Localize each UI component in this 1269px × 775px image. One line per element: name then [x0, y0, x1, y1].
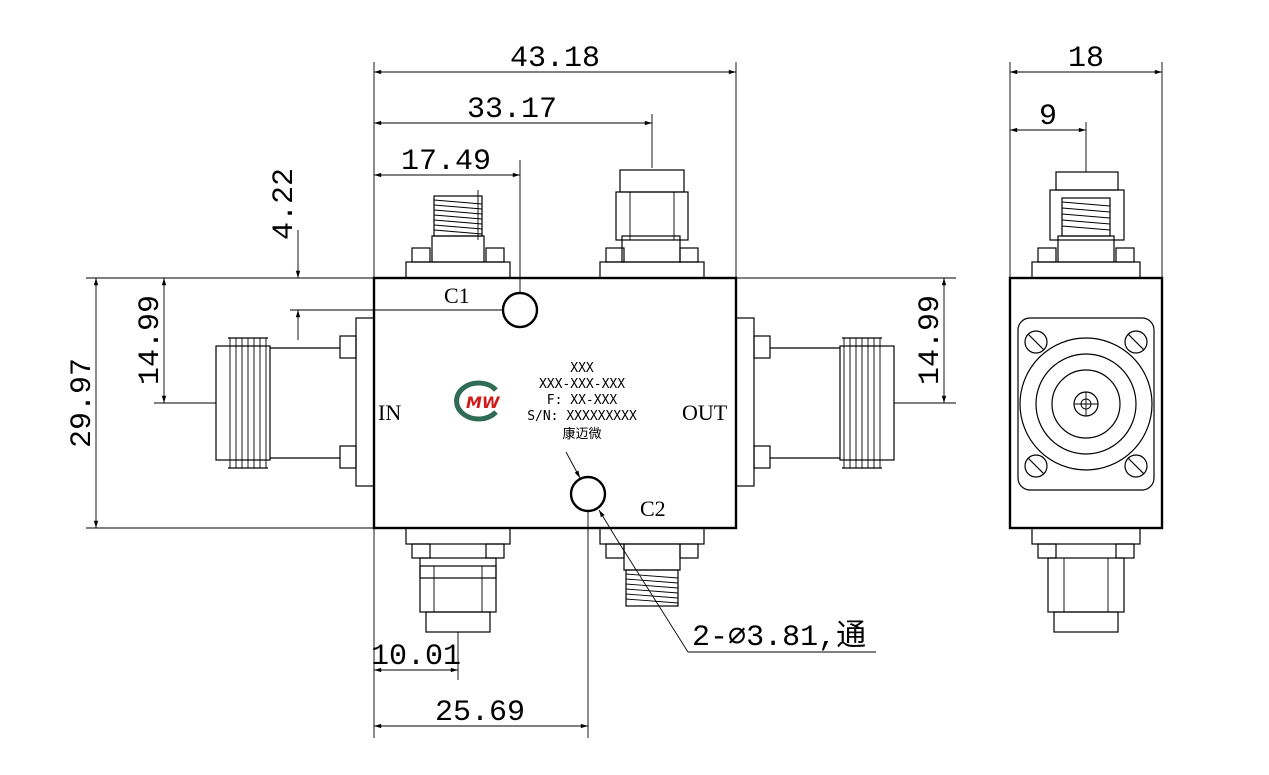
nameplate-line-4: S/N: XXXXXXXXX	[527, 409, 637, 424]
dim-side-width: 18	[1068, 42, 1104, 76]
side-view: 18 9	[1008, 42, 1164, 633]
front-view: MW XXX XXX-XXX-XXX F: XX-XXX S/N: XXXXXX…	[215, 169, 895, 655]
top-left-connector	[405, 190, 511, 279]
in-n-connector	[215, 317, 375, 487]
n-flange	[1017, 317, 1155, 491]
out-n-connector	[735, 317, 895, 487]
hole-c1	[501, 291, 539, 329]
nameplate: XXX XXX-XXX-XXX F: XX-XXX S/N: XXXXXXXXX…	[527, 361, 637, 442]
dim-in-port-height: 14.99	[134, 295, 168, 385]
bottom-left-connector	[405, 527, 511, 633]
logo-icon: MW	[454, 380, 501, 422]
dim-side-port-x: 9	[1039, 100, 1057, 134]
port-in-label: IN	[378, 400, 401, 425]
nameplate-line-3: F: XX-XXX	[547, 393, 618, 408]
dim-overall-width: 43.18	[510, 42, 600, 76]
logo-mark: MW	[466, 393, 501, 412]
hole-c2	[569, 475, 607, 513]
dim-c2-x: 25.69	[435, 696, 525, 730]
port-out-label: OUT	[682, 400, 728, 425]
hole-note-leader: 2-∅3.81,通	[565, 451, 876, 655]
dim-c1-x: 17.49	[401, 145, 491, 179]
dim-body-height: 29.97	[66, 358, 100, 448]
nameplate-line-1: XXX	[570, 361, 594, 376]
c2-label: C2	[640, 496, 666, 521]
dim-output-port-x: 33.17	[467, 93, 557, 127]
nameplate-line-2: XXX-XXX-XXX	[539, 377, 625, 392]
dim-out-port-height: 14.99	[914, 295, 948, 385]
hole-note: 2-∅3.81,通	[692, 620, 866, 655]
dim-in-bottom-port-x: 10.01	[371, 640, 461, 674]
dim-c1-offset-top: 4.22	[268, 168, 302, 240]
top-right-connector	[599, 169, 705, 279]
nameplate-line-5: 康迈微	[562, 426, 601, 442]
bottom-right-connector	[599, 527, 705, 607]
c1-label: C1	[444, 283, 470, 308]
flange-screw-icon	[1024, 330, 1148, 478]
front-dimensions: 43.18 33.17 17.49 4.22 29.97 14.99 14.99…	[66, 42, 956, 738]
